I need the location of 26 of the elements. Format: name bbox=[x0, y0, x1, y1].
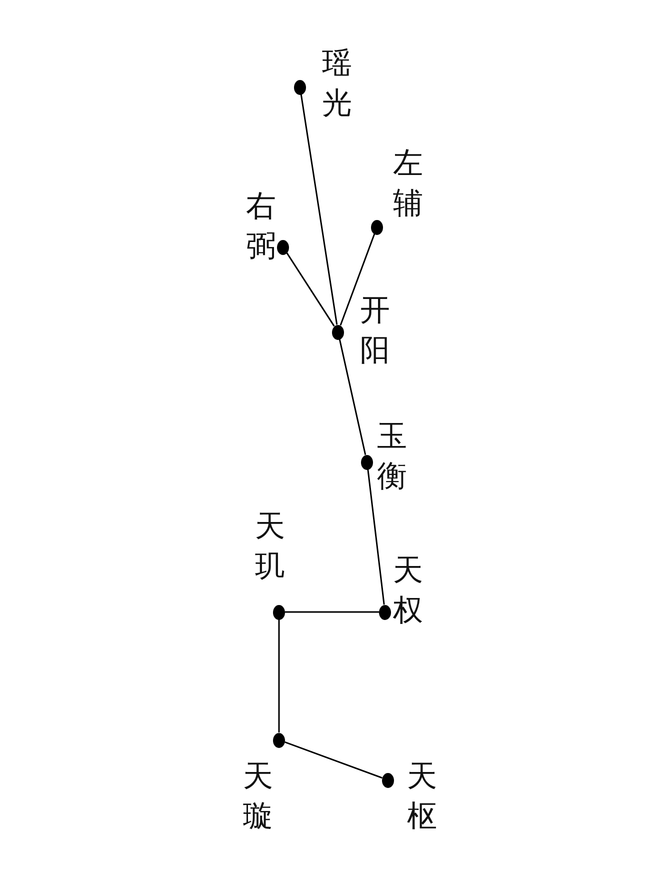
star-dot bbox=[332, 324, 344, 340]
star-dot bbox=[294, 80, 306, 94]
connecting-line bbox=[278, 620, 280, 732]
star-name: 开阳 bbox=[360, 292, 390, 370]
connecting-line bbox=[338, 339, 366, 455]
star-name: 天璇 bbox=[243, 758, 273, 836]
star-name: 玉衡 bbox=[377, 418, 407, 496]
star-name: 右弼 bbox=[246, 188, 276, 266]
star-name: 天玑 bbox=[255, 508, 285, 586]
connecting-line bbox=[286, 252, 335, 327]
star-dot bbox=[379, 604, 391, 620]
connecting-line bbox=[284, 741, 382, 779]
connecting-line bbox=[367, 469, 385, 605]
star-dot bbox=[273, 732, 285, 748]
star-name: 左辅 bbox=[393, 145, 423, 223]
star-name: 瑶光 bbox=[322, 45, 352, 123]
star-dot bbox=[277, 240, 289, 254]
connecting-line bbox=[340, 234, 376, 326]
star-dot bbox=[361, 454, 373, 470]
star-dot bbox=[273, 604, 285, 620]
star-name: 天权 bbox=[393, 552, 423, 630]
connecting-line bbox=[300, 94, 338, 325]
connecting-line bbox=[285, 611, 379, 613]
star-dot bbox=[371, 220, 383, 234]
star-name: 天枢 bbox=[407, 758, 437, 836]
star-dot bbox=[382, 772, 394, 788]
